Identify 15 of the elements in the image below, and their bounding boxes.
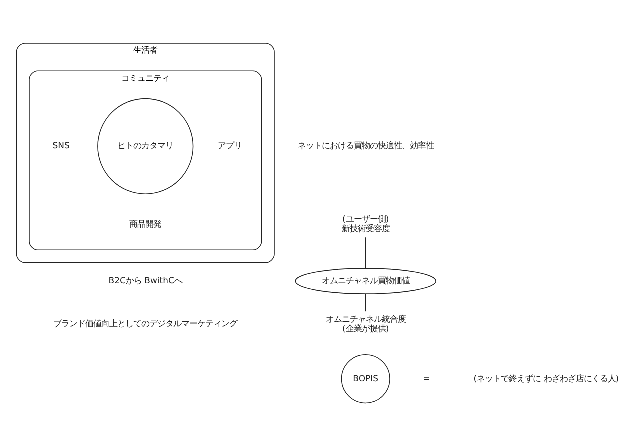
label: SNS (52, 141, 70, 152)
label: = (423, 374, 430, 384)
label: アプリ (218, 141, 242, 152)
connector (365, 293, 366, 312)
connector (365, 236, 366, 268)
label: 商品開発 (130, 219, 162, 230)
label: ブランド価値向上としてのデジタルマーケティング (54, 319, 238, 330)
label: (ネットで終えずに わざわざ店にくる人) (474, 374, 620, 384)
node-circle: BOPIS (341, 354, 390, 404)
label: ネットにおける買物の快適性、効率性 (298, 141, 434, 152)
node-ellipse: オムニチャネル買物価値 (295, 268, 436, 294)
label: B2Cから BwithCへ (108, 276, 182, 286)
node-text: オムニチャネル統合度 (企業が提供) (326, 314, 406, 334)
node-circle: ヒトのカタマリ (98, 98, 194, 194)
node-text: (ユーザー側) 新技術受容度 (342, 214, 390, 234)
